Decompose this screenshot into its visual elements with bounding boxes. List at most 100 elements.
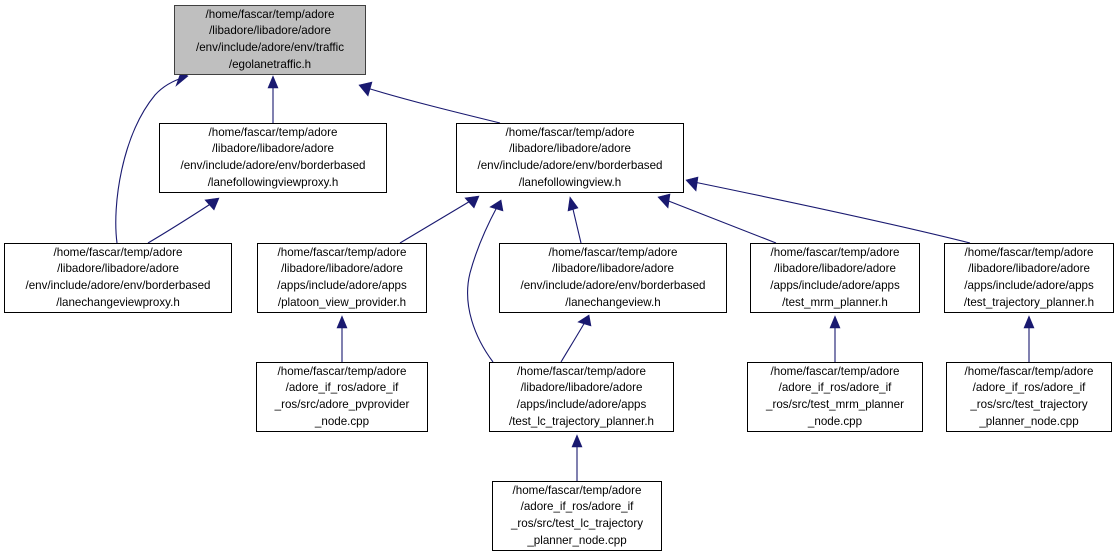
node-label-line: /test_trajectory_planner.h (963, 295, 1095, 309)
arrowhead-icon (267, 75, 279, 89)
node-label-line: /env/include/adore/env/borderbased (25, 279, 211, 292)
node-label-line: /env/include/adore/env/borderbased (477, 159, 663, 172)
node-label-line: /home/fascar/temp/adore (964, 364, 1094, 378)
node-label-line: /libadore/libadore/adore (281, 262, 403, 276)
node-label-line: /adore_if_ros/adore_if (520, 500, 634, 514)
node-label-line: /libadore/libadore/adore (774, 262, 896, 276)
arrowhead-icon (358, 81, 373, 97)
edge-test_trajectory_planner_node-to-test_trajectory_planner_h (1023, 315, 1035, 362)
graph-node-egolanetraffic[interactable]: /home/fascar/temp/adore/libadore/libador… (174, 5, 366, 75)
node-label-line: /platoon_view_provider.h (277, 295, 407, 309)
node-label-line: /adore_if_ros/adore_if (972, 381, 1086, 395)
arrowhead-icon (464, 195, 480, 209)
node-label-line: /home/fascar/temp/adore (53, 245, 183, 259)
edge-lanechangeview-to-lanefollowingview (567, 196, 582, 244)
arrowhead-icon (685, 176, 699, 192)
node-label-line: /libadore/libadore/adore (212, 142, 334, 156)
graph-node-test_lc_trajectory_planner_h[interactable]: /home/fascar/temp/adore/libadore/libador… (489, 362, 674, 432)
node-label-line: _node.cpp (314, 414, 370, 428)
node-label-line: _ros/src/adore_pvprovider (274, 398, 410, 411)
node-label-line: /lanechangeviewproxy.h (56, 295, 180, 309)
edge-line (571, 204, 582, 244)
edge-line (665, 199, 777, 244)
node-label-line: /home/fascar/temp/adore (964, 245, 1094, 259)
node-label-line: /apps/include/adore/apps (770, 279, 900, 292)
node-label-line: _planner_node.cpp (527, 533, 627, 547)
node-label-line: /lanechangeview.h (565, 295, 661, 309)
edge-line (147, 202, 213, 244)
node-label-line: _planner_node.cpp (979, 414, 1079, 428)
node-label-line: _ros/src/test_mrm_planner (766, 398, 904, 411)
node-label-line: /home/fascar/temp/adore (548, 245, 678, 259)
graph-node-test_mrm_planner_h[interactable]: /home/fascar/temp/adore/libadore/libador… (750, 243, 920, 313)
node-label-line: /adore_if_ros/adore_if (778, 381, 892, 395)
edge-test_lc_trajectory_planner_h-to-lanechangeview (560, 314, 592, 363)
edge-lanefollowingview-to-egolanetraffic (358, 81, 501, 124)
arrowhead-icon (1023, 315, 1035, 329)
edge-lanechangeviewproxy-to-lanefollowingviewproxy (147, 197, 220, 244)
graph-node-test_mrm_planner_node[interactable]: /home/fascar/temp/adore/adore_if_ros/ado… (747, 362, 923, 432)
node-label-line: /env/include/adore/env/borderbased (180, 159, 366, 172)
node-label-line: /env/include/adore/env/borderbased (520, 279, 706, 292)
node-label-line: /test_lc_trajectory_planner.h (508, 414, 654, 428)
graph-node-test_lc_trajectory_planner_node[interactable]: /home/fascar/temp/adore/adore_if_ros/ado… (492, 481, 662, 551)
arrowhead-icon (577, 314, 592, 327)
edge-line (115, 76, 186, 244)
node-label-line: /libadore/libadore/adore (57, 262, 179, 276)
node-label-line: _ros/src/test_lc_trajectory (510, 517, 644, 530)
edge-test_lc_trajectory_planner_node-to-test_lc_trajectory_planner_h (571, 434, 583, 481)
edge-test_mrm_planner_h-to-lanefollowingview (657, 193, 777, 244)
node-label-line: /adore_if_ros/adore_if (285, 381, 399, 395)
node-label-line: /libadore/libadore/adore (509, 142, 631, 156)
graph-node-test_trajectory_planner_h[interactable]: /home/fascar/temp/adore/libadore/libador… (944, 243, 1114, 313)
edge-line (366, 87, 501, 124)
graph-node-lanechangeviewproxy[interactable]: /home/fascar/temp/adore/libadore/libador… (4, 243, 232, 313)
node-label-line: /libadore/libadore/adore (520, 381, 643, 395)
edge-line (399, 199, 473, 244)
edge-platoon_view_provider-to-lanefollowingview (399, 195, 480, 244)
node-label-line: _node.cpp (807, 414, 863, 428)
node-label-line: /apps/include/adore/apps (964, 279, 1094, 292)
node-label-line: /home/fascar/temp/adore (517, 364, 646, 378)
node-label-line: /home/fascar/temp/adore (505, 125, 635, 139)
node-label-line: /egolanetraffic.h (228, 57, 312, 71)
arrowhead-icon (829, 315, 841, 329)
node-label-line: /home/fascar/temp/adore (512, 483, 642, 497)
node-label-line: /libadore/libadore/adore (552, 262, 674, 276)
node-label-line: /home/fascar/temp/adore (770, 364, 900, 378)
graph-node-lanefollowingviewproxy[interactable]: /home/fascar/temp/adore/libadore/libador… (159, 123, 387, 193)
graph-node-platoon_view_provider[interactable]: /home/fascar/temp/adore/libadore/libador… (257, 243, 427, 313)
edge-adore_pvprovider_node-to-platoon_view_provider (336, 315, 348, 362)
graph-node-test_trajectory_planner_node[interactable]: /home/fascar/temp/adore/adore_if_ros/ado… (946, 362, 1112, 432)
node-label-line: /lanefollowingviewproxy.h (207, 175, 339, 189)
node-label-line: /home/fascar/temp/adore (277, 245, 407, 259)
graph-node-lanechangeview[interactable]: /home/fascar/temp/adore/libadore/libador… (499, 243, 727, 313)
arrowhead-icon (336, 315, 348, 329)
arrowhead-icon (567, 196, 579, 212)
node-label-line: /test_mrm_planner.h (782, 295, 888, 309)
edge-test_mrm_planner_node-to-test_mrm_planner_h (829, 315, 841, 362)
arrowhead-icon (204, 197, 220, 211)
edge-line (560, 321, 586, 363)
arrowhead-icon (657, 193, 671, 209)
node-label-line: /home/fascar/temp/adore (770, 245, 900, 259)
node-label-line: /apps/include/adore/apps (277, 279, 407, 292)
graph-node-lanefollowingview[interactable]: /home/fascar/temp/adore/libadore/libador… (456, 123, 684, 193)
node-label-line: /home/fascar/temp/adore (277, 364, 407, 378)
node-label-line: /env/include/adore/env/traffic (195, 41, 345, 54)
node-label-line: /lanefollowingview.h (518, 175, 622, 189)
node-label-line: /libadore/libadore/adore (968, 262, 1090, 276)
arrowhead-icon (489, 199, 504, 212)
edge-test_trajectory_planner_h-to-lanefollowingview (685, 176, 971, 244)
node-label-line: _ros/src/test_trajectory (970, 398, 1088, 411)
node-label-line: /home/fascar/temp/adore (205, 7, 335, 21)
node-label-line: /apps/include/adore/apps (516, 398, 647, 411)
edge-test_lc_trajectory_planner_h-to-lanefollowingview (467, 199, 504, 363)
arrowhead-icon (571, 434, 583, 448)
edge-lanefollowingviewproxy-to-egolanetraffic (267, 75, 279, 123)
edge-line (467, 206, 498, 363)
edge-line (693, 181, 971, 244)
node-label-line: /home/fascar/temp/adore (208, 125, 338, 139)
graph-node-adore_pvprovider_node[interactable]: /home/fascar/temp/adore/adore_if_ros/ado… (256, 362, 428, 432)
